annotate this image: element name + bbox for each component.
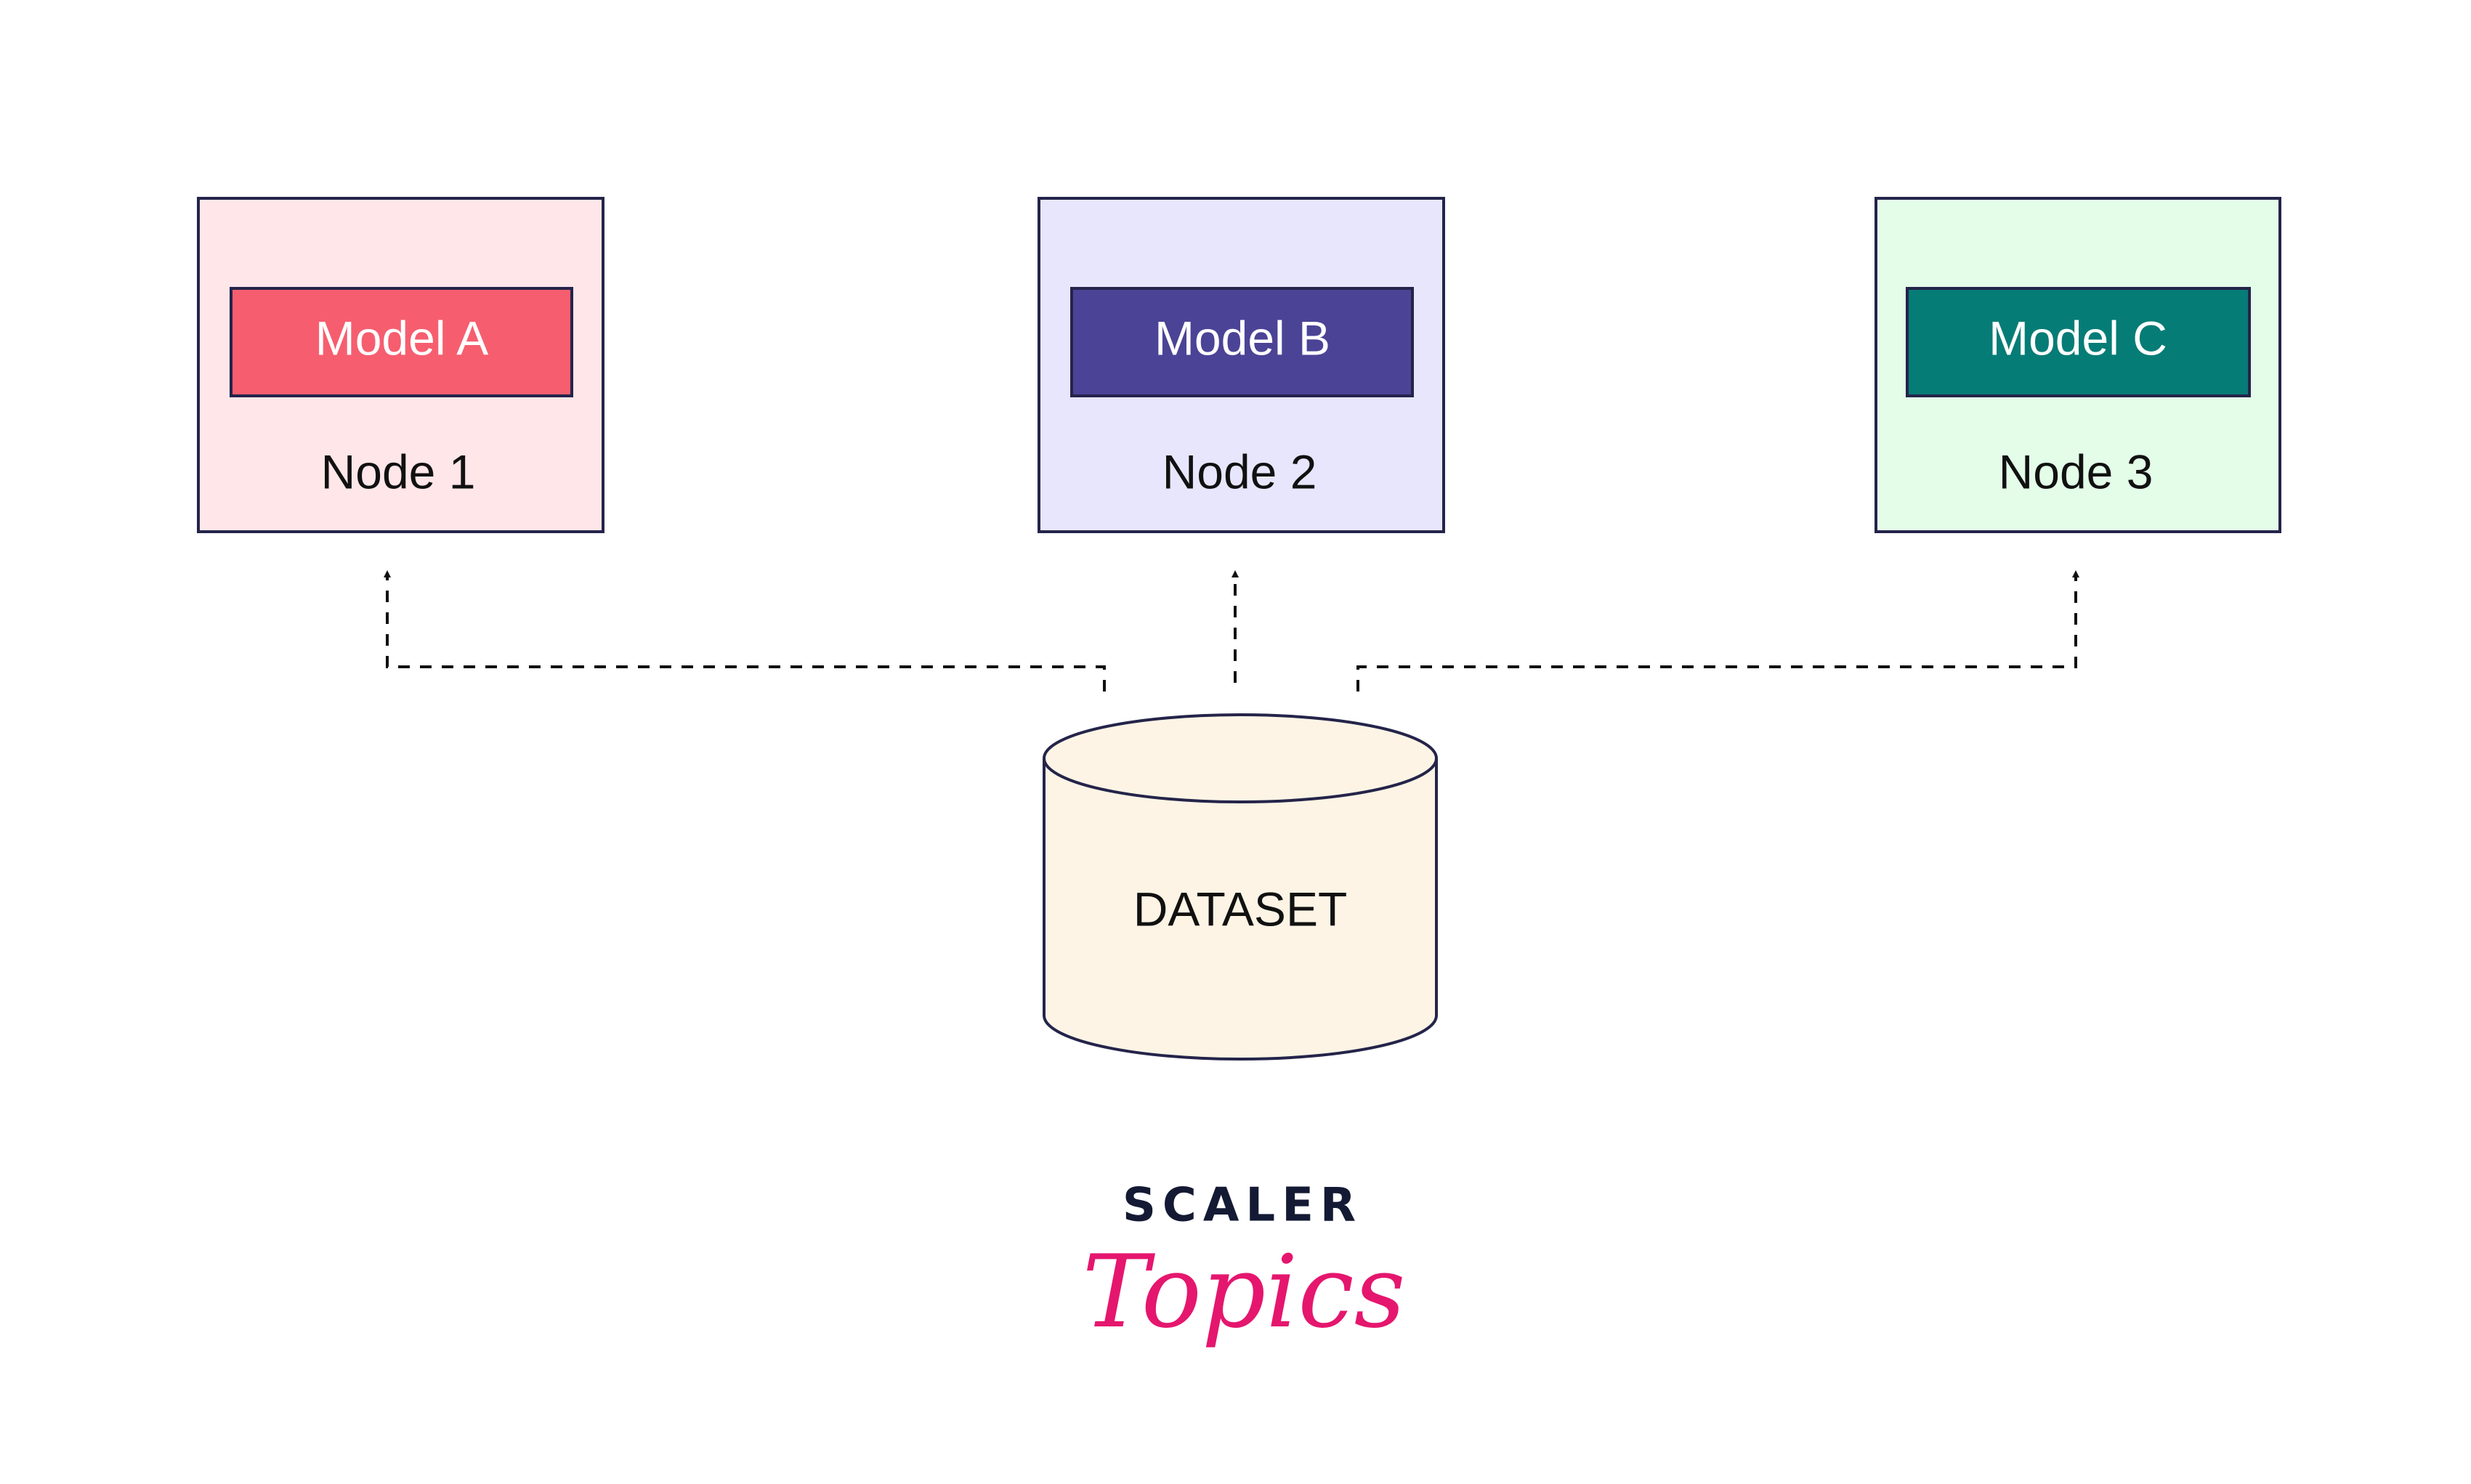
dataset-top (1043, 713, 1438, 803)
logo-scaler-text: SCALER (1123, 1179, 1362, 1233)
node-1: Model A Node 1 (197, 197, 604, 533)
model-a-label: Model A (315, 311, 488, 365)
node-1-label: Node 1 (321, 445, 476, 498)
model-c-label: Model C (1989, 311, 2167, 365)
node-2: Model B Node 2 (1038, 197, 1445, 533)
node-3: Model C Node 3 (1875, 197, 2281, 533)
node-3-label: Node 3 (1999, 445, 2153, 498)
connectors (384, 570, 2079, 692)
model-b-label: Model B (1154, 311, 1330, 365)
connector-to-node-3 (1356, 570, 2079, 692)
model-a-box (230, 287, 573, 397)
node-2-label: Node 2 (1162, 445, 1317, 498)
logo-topics-text: Topics (1083, 1233, 1406, 1350)
model-b-box (1070, 287, 1414, 397)
model-c-box (1906, 287, 2251, 397)
connector-to-node-1 (384, 570, 1106, 692)
dataset-label: DATASET (1133, 882, 1348, 936)
dataset-body (1043, 758, 1438, 1061)
scaler-topics-logo: SCALER Topics (1083, 1179, 1406, 1350)
dataset-cylinder: DATASET (1043, 713, 1438, 1061)
